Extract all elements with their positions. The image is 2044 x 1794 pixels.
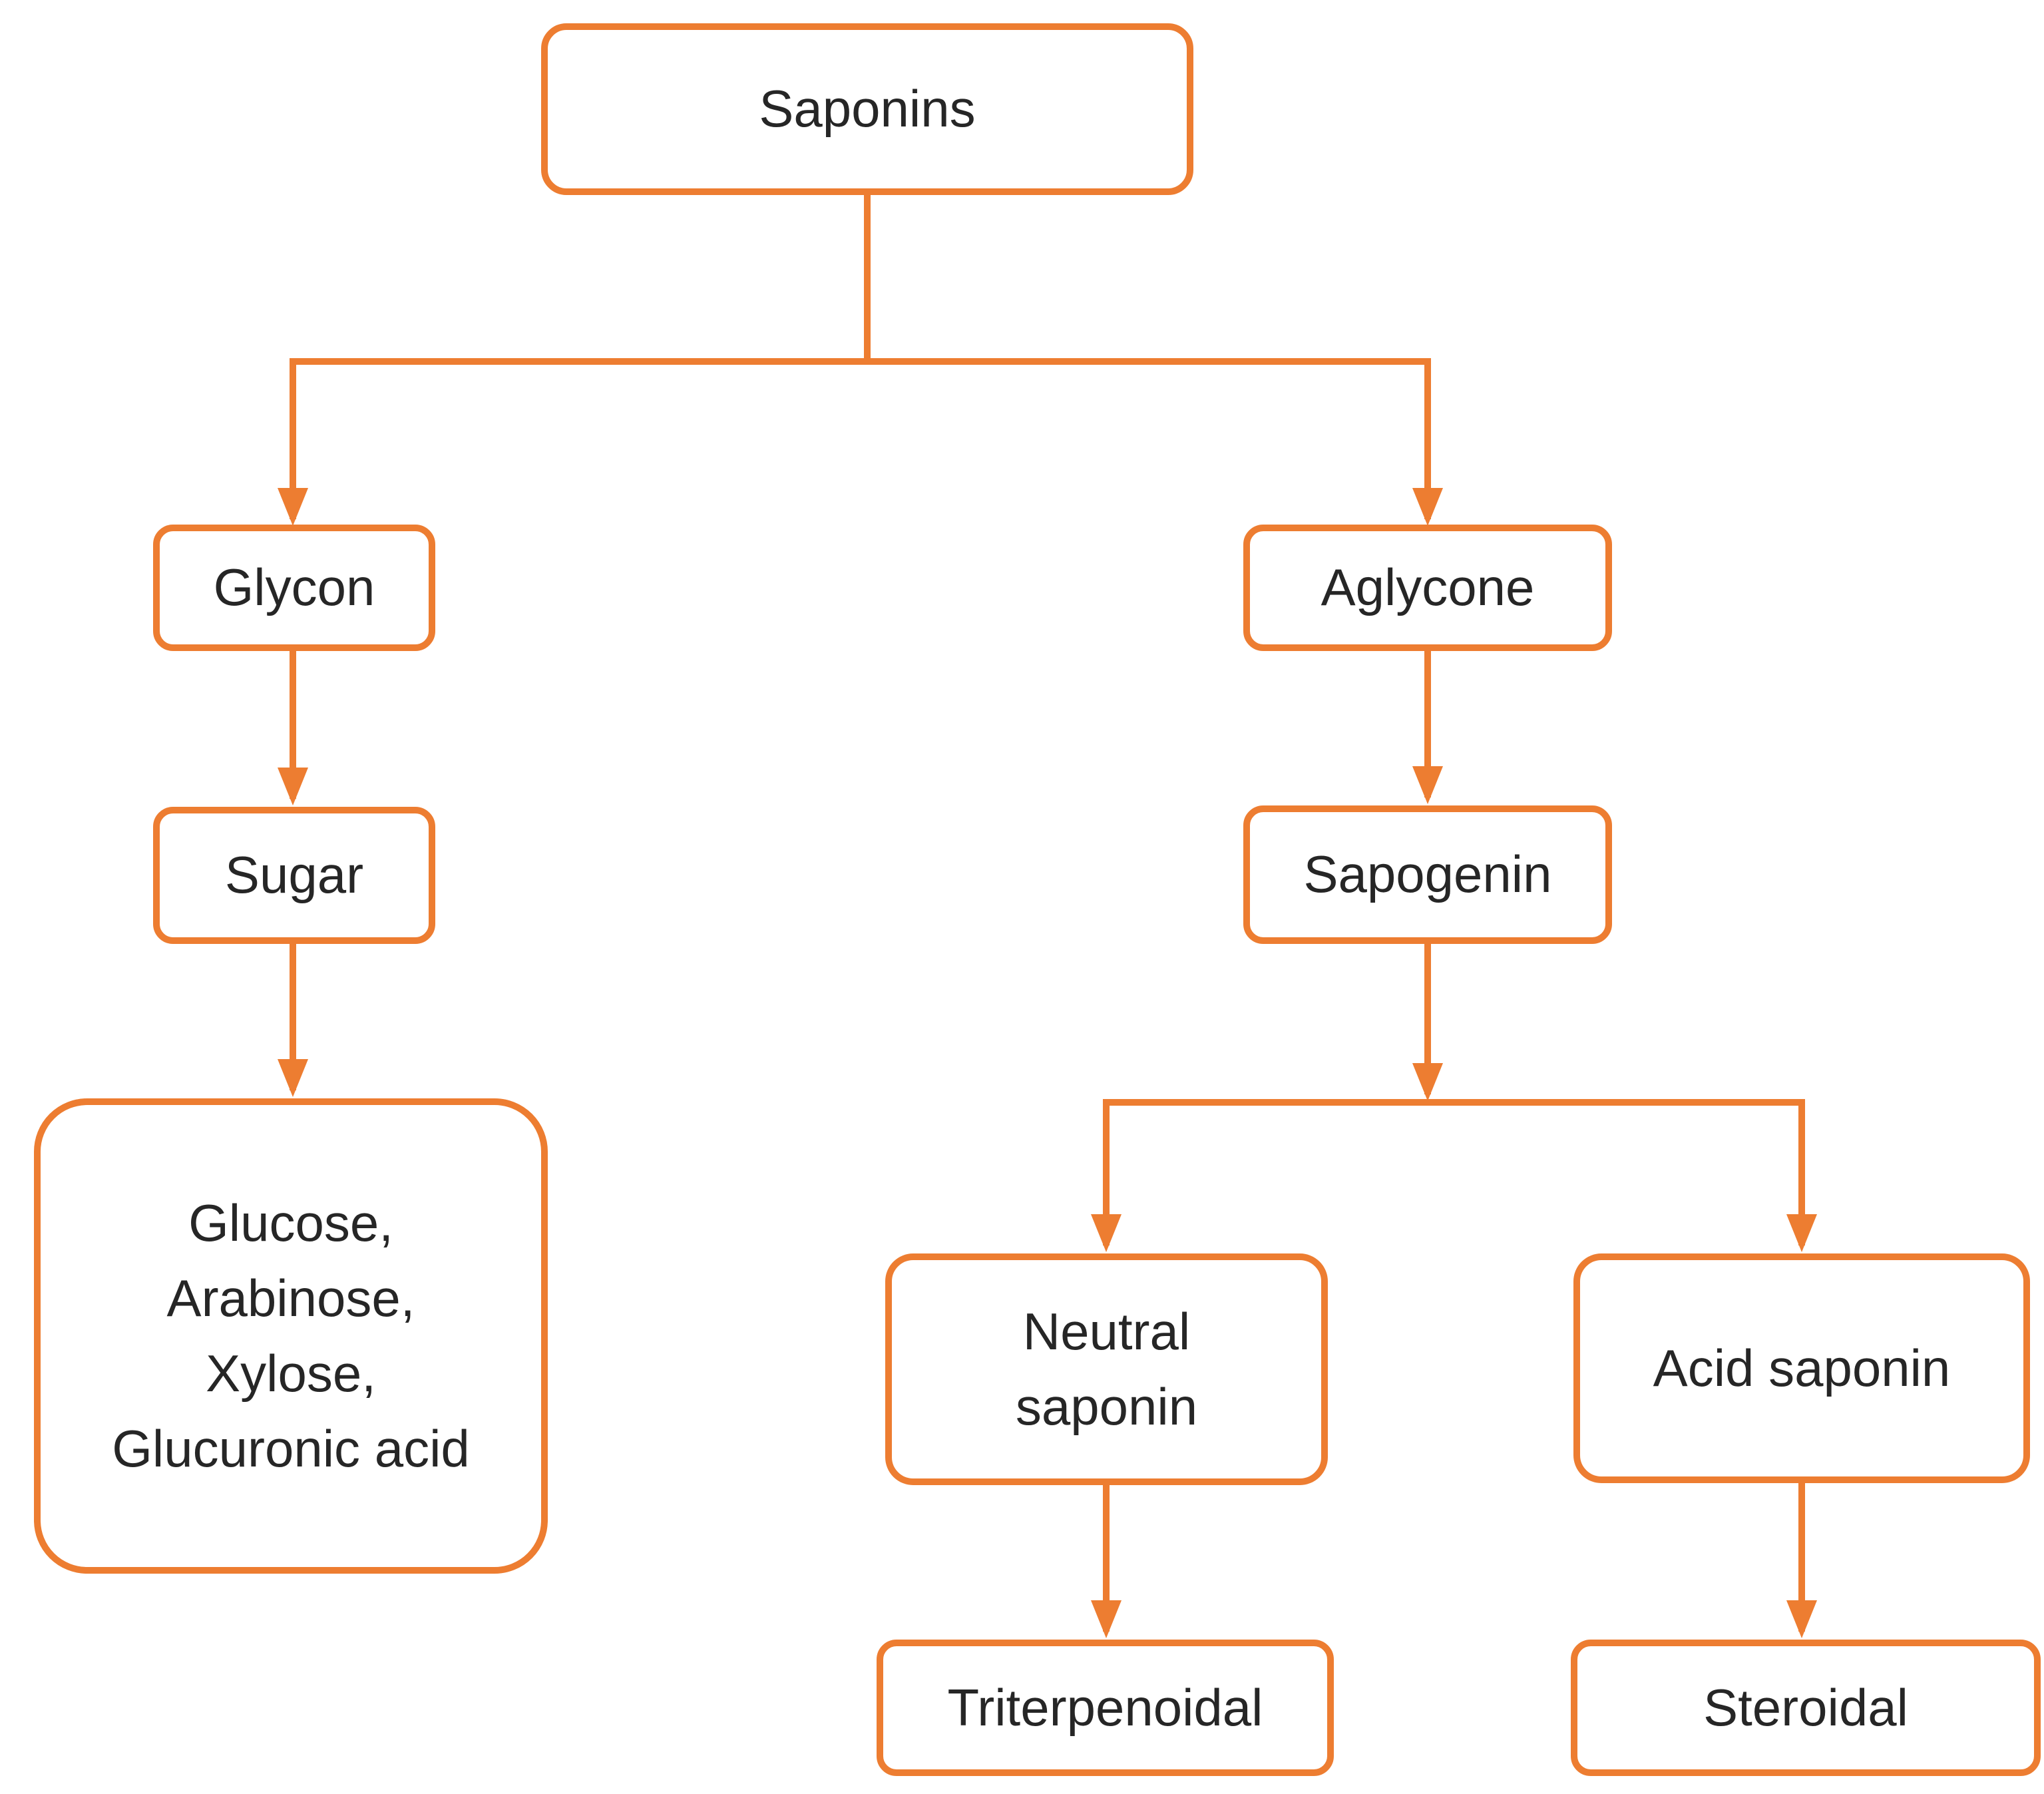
node-triterpenoidal: Triterpenoidal <box>877 1640 1334 1776</box>
node-steroidal-label: Steroidal <box>1703 1678 1908 1737</box>
node-neutral-saponin-label: Neutral saponin <box>1015 1301 1198 1436</box>
node-neutral-saponin: Neutral saponin <box>885 1253 1328 1485</box>
node-sugar-examples-label: Glucose, Arabinose, Xylose, Glucuronic a… <box>112 1193 470 1478</box>
node-glycon-label: Glycon <box>213 558 375 617</box>
node-sugar-examples: Glucose, Arabinose, Xylose, Glucuronic a… <box>34 1098 548 1574</box>
node-aglycone: Aglycone <box>1243 525 1612 651</box>
node-acid-saponin-label: Acid saponin <box>1653 1338 1951 1397</box>
node-aglycone-label: Aglycone <box>1321 558 1535 617</box>
node-glycon: Glycon <box>153 525 435 651</box>
node-sapogenin-label: Sapogenin <box>1303 845 1552 904</box>
node-sugar: Sugar <box>153 807 435 944</box>
node-sugar-label: Sugar <box>224 845 364 905</box>
node-triterpenoidal-label: Triterpenoidal <box>947 1678 1263 1737</box>
node-saponins-label: Saponins <box>759 79 976 138</box>
node-sapogenin: Sapogenin <box>1243 805 1612 944</box>
node-saponins: Saponins <box>541 23 1193 195</box>
node-steroidal: Steroidal <box>1571 1640 2041 1776</box>
node-acid-saponin: Acid saponin <box>1573 1253 2030 1483</box>
